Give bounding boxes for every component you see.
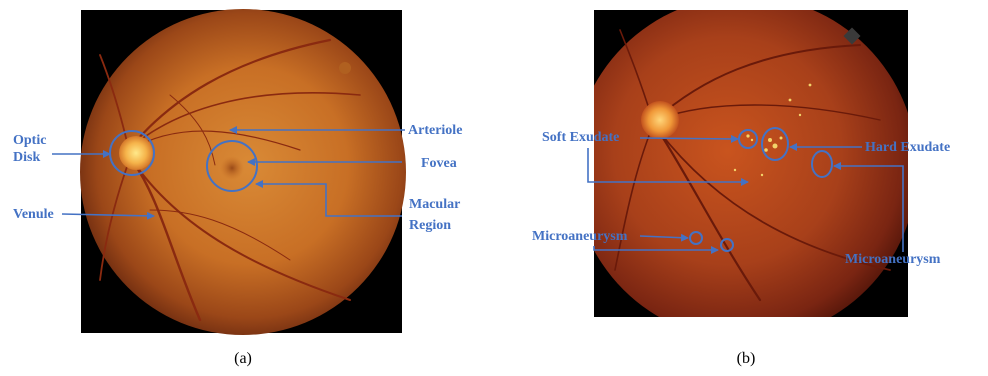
label-macular-line2: Region — [409, 218, 451, 233]
optic-disc-b — [641, 101, 679, 139]
label-fovea: Fovea — [421, 156, 457, 171]
label-microaneurysm-right: Microaneurysm — [845, 252, 941, 267]
label-optic-line1: Optic — [13, 133, 46, 148]
label-venule: Venule — [13, 207, 54, 222]
label-soft-exudate: Soft Exudate — [542, 130, 619, 145]
caption-b: (b) — [737, 350, 756, 367]
panel-b: Soft Exudate Hard Exudate Microaneurysm … — [532, 0, 950, 367]
label-optic-line2: Disk — [13, 150, 40, 165]
caption-a: (a) — [234, 350, 252, 367]
fundus-notch-a — [339, 62, 351, 74]
panel-a: Optic Disk Venule Arteriole Fovea Macula… — [13, 9, 462, 367]
optic-disc-a — [119, 136, 153, 170]
label-hard-exudate: Hard Exudate — [865, 140, 950, 155]
fundus-image-b — [573, 0, 917, 340]
label-microaneurysm-left: Microaneurysm — [532, 229, 628, 244]
label-arteriole: Arteriole — [408, 123, 462, 138]
label-macular-line1: Macular — [409, 197, 460, 212]
fovea-spot-a — [220, 156, 244, 180]
